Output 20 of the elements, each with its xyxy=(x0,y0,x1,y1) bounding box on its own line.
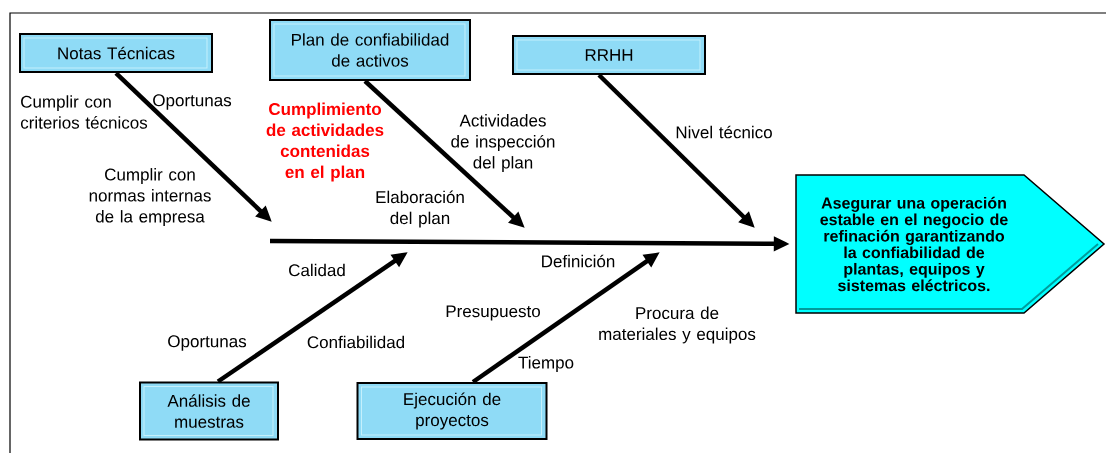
category-box: Notas Técnicas xyxy=(19,33,213,73)
cause-label: Oportunas xyxy=(153,94,232,110)
cause-label: Definición xyxy=(542,254,615,268)
category-box: RRHH xyxy=(512,35,706,75)
cause-label: Cumplimiento de actividades contenidas en el plan xyxy=(266,102,384,182)
cause-label: Cumplir con normas internas de la empresa xyxy=(89,168,211,226)
cause-label: Presupuesto xyxy=(446,305,540,321)
category-box: Ejecución de proyectos xyxy=(356,382,548,440)
goal-arrow-box: Asegurar una operación estable en el negocio de refinación garantizando la confiabilidad de plantas, equipos y sistemas eléctricos. xyxy=(795,174,1106,314)
cause-label: Tiempo xyxy=(518,356,574,372)
cause-label: Confiabilidad xyxy=(307,335,405,349)
category-box: Plan de confiabilidad de activos xyxy=(269,19,471,81)
cause-label: Cumplir con criterios técnicos xyxy=(20,95,148,129)
cause-label: Calidad xyxy=(289,263,345,277)
cause-label: Actividades de inspección del plan xyxy=(451,114,555,172)
cause-label: Procura de materiales y equipos xyxy=(599,306,756,344)
cause-label: Nivel técnico xyxy=(676,125,772,139)
cause-label: Elaboración del plan xyxy=(376,190,464,228)
cause-label: Oportunas xyxy=(168,335,247,351)
category-box: Análisis de muestras xyxy=(139,381,279,441)
